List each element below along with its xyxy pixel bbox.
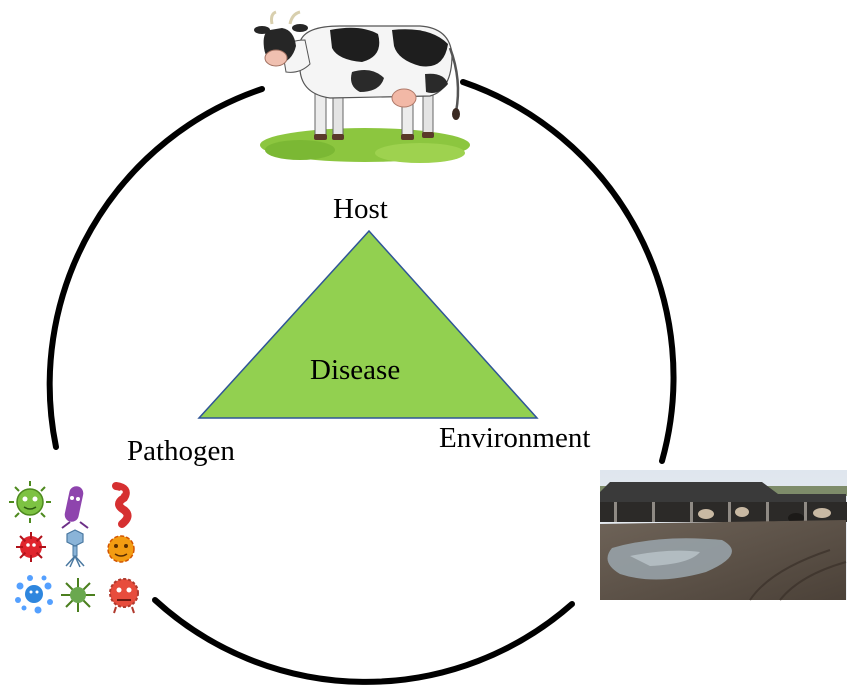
- circle-arc-right: [460, 79, 677, 464]
- red-spiky-virus-icon: [16, 532, 46, 562]
- pathogen-label: Pathogen: [127, 435, 235, 467]
- circle-arc-bottom: [152, 597, 575, 685]
- cow-icon: [254, 10, 470, 163]
- green-virus-icon: [9, 481, 51, 523]
- blue-bacteriophage-icon: [65, 529, 85, 568]
- red-fuzzy-microbe-icon: [109, 578, 139, 614]
- cattle-farm-photo: [600, 470, 847, 601]
- circle-arc-top-left: [46, 86, 265, 450]
- disease-label: Disease: [310, 354, 401, 386]
- purple-bacterium-icon: [61, 486, 89, 529]
- blue-cocci-icon: [15, 575, 53, 614]
- environment-label: Environment: [439, 422, 591, 454]
- host-label: Host: [333, 193, 388, 225]
- orange-virus-icon: [107, 535, 135, 563]
- green-spiky-microbe-icon: [61, 578, 95, 612]
- cycle-circle: [46, 79, 677, 685]
- pathogen-microbes-icon: [9, 481, 139, 614]
- disease-triangle: [197, 229, 539, 419]
- red-spirillum-icon: [112, 482, 132, 528]
